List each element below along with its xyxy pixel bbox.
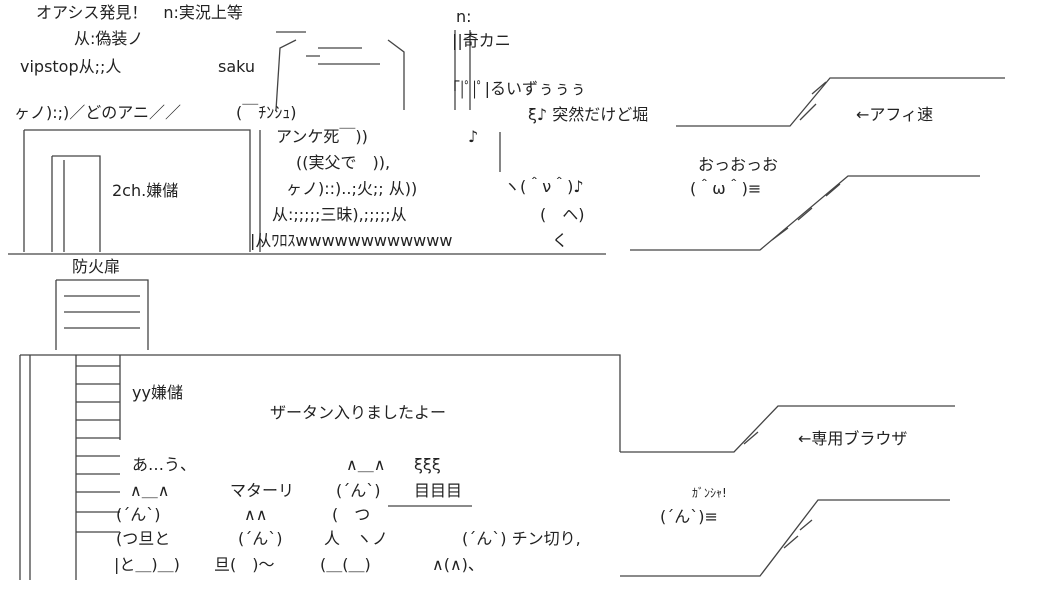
kika-label: ||奇カニ <box>452 31 511 50</box>
wloss-line: |从ﾜﾛｽwwwwwwwwwwww <box>250 231 453 250</box>
top-caption: オアシス発見！ n:実況上等 <box>36 3 243 22</box>
gansha-label: ｶﾞﾝｼｬ! <box>692 486 727 500</box>
mid-face-three: ( つ <box>332 505 371 524</box>
mid-face-two: (´ん`) <box>336 481 381 500</box>
slope-strokes <box>743 81 841 549</box>
note-icon: ♪ <box>468 127 479 146</box>
face-four: |と＿)＿) <box>114 555 180 574</box>
chin-line: (´ん`) チン切り, <box>462 529 581 548</box>
ladder <box>75 355 121 580</box>
left-door-frame <box>51 155 101 252</box>
mystery-label: n: <box>456 7 472 26</box>
monitor-shape <box>275 31 405 111</box>
upper-building-outline <box>23 129 251 252</box>
oh-face: (＾ω＾)≡ <box>690 179 762 198</box>
oh-label: おっおっお <box>698 155 779 174</box>
zatan-line: ザータン入りましたよー <box>270 403 447 422</box>
mid-face-four: 人 ヽノ <box>324 529 389 548</box>
fire-door-frame <box>55 279 149 350</box>
nn-line: (´ん`) <box>238 529 283 548</box>
browser-road-lower <box>620 499 950 577</box>
room1-label: 2ch.嫌儲 <box>112 181 179 200</box>
dancer-face: ヽ(＾ν＾)♪ <box>504 177 584 196</box>
jitsu-line: ((実父で )), <box>296 153 391 172</box>
afi-side-label: ←アフィ速 <box>856 105 934 124</box>
cult-label: ヶノ):;)／どのアニ／／ <box>14 103 181 122</box>
lamp-post <box>454 30 501 172</box>
fake-label: 从:偽装ノ <box>74 29 144 48</box>
face-top: ∧＿∧ <box>130 481 170 500</box>
face-three: (つ旦と <box>116 529 171 548</box>
browser-side-label: ←専用ブラウザ <box>798 429 908 448</box>
mid-face-top: ∧＿∧ <box>346 455 386 474</box>
aa-line: ∧∧ <box>244 505 268 524</box>
afi-road-lower <box>630 175 980 251</box>
ruizu-line: 「|ﾟ|ﾟ|るいずぅぅぅ <box>444 79 587 98</box>
boxes-line: 目目目 <box>414 481 463 500</box>
dancer-leg: く <box>552 231 569 250</box>
gansha-face: (´ん`)≡ <box>660 507 718 526</box>
afi-road <box>676 77 1005 127</box>
saku-label: saku <box>218 57 256 76</box>
hanging-faces: ξξξ <box>414 455 441 474</box>
mata-line: マターリ <box>230 481 295 500</box>
chinshu-label: (￣ﾁﾝｼｭ) <box>236 103 297 122</box>
face-two: (´ん`) <box>116 505 161 524</box>
blob-line: (＿(＿) <box>320 555 371 574</box>
browser-road <box>620 405 955 453</box>
room2-label: yy嫌儲 <box>132 383 183 402</box>
fire-door-label: 防火扉 <box>72 257 121 276</box>
anke-line: アンケ死￣)) <box>276 127 368 146</box>
hi-line: ヶノ)::)..;火;; 从)) <box>286 179 418 198</box>
cup-line: 旦( )～ <box>214 555 275 574</box>
sanmi-line: 从:;;;;;三昧),;;;;;从 <box>272 205 407 224</box>
vipstop-label: vipstop从;;人 <box>20 57 122 76</box>
chin-body: ∧(∧)、 <box>432 555 484 574</box>
dancer-body: ( ヘ) <box>540 205 585 224</box>
sudden-line: ξ♪ 突然だけど堀 <box>528 105 649 124</box>
aou-line: あ…う、 <box>132 455 197 474</box>
lower-building-outline <box>19 354 621 580</box>
